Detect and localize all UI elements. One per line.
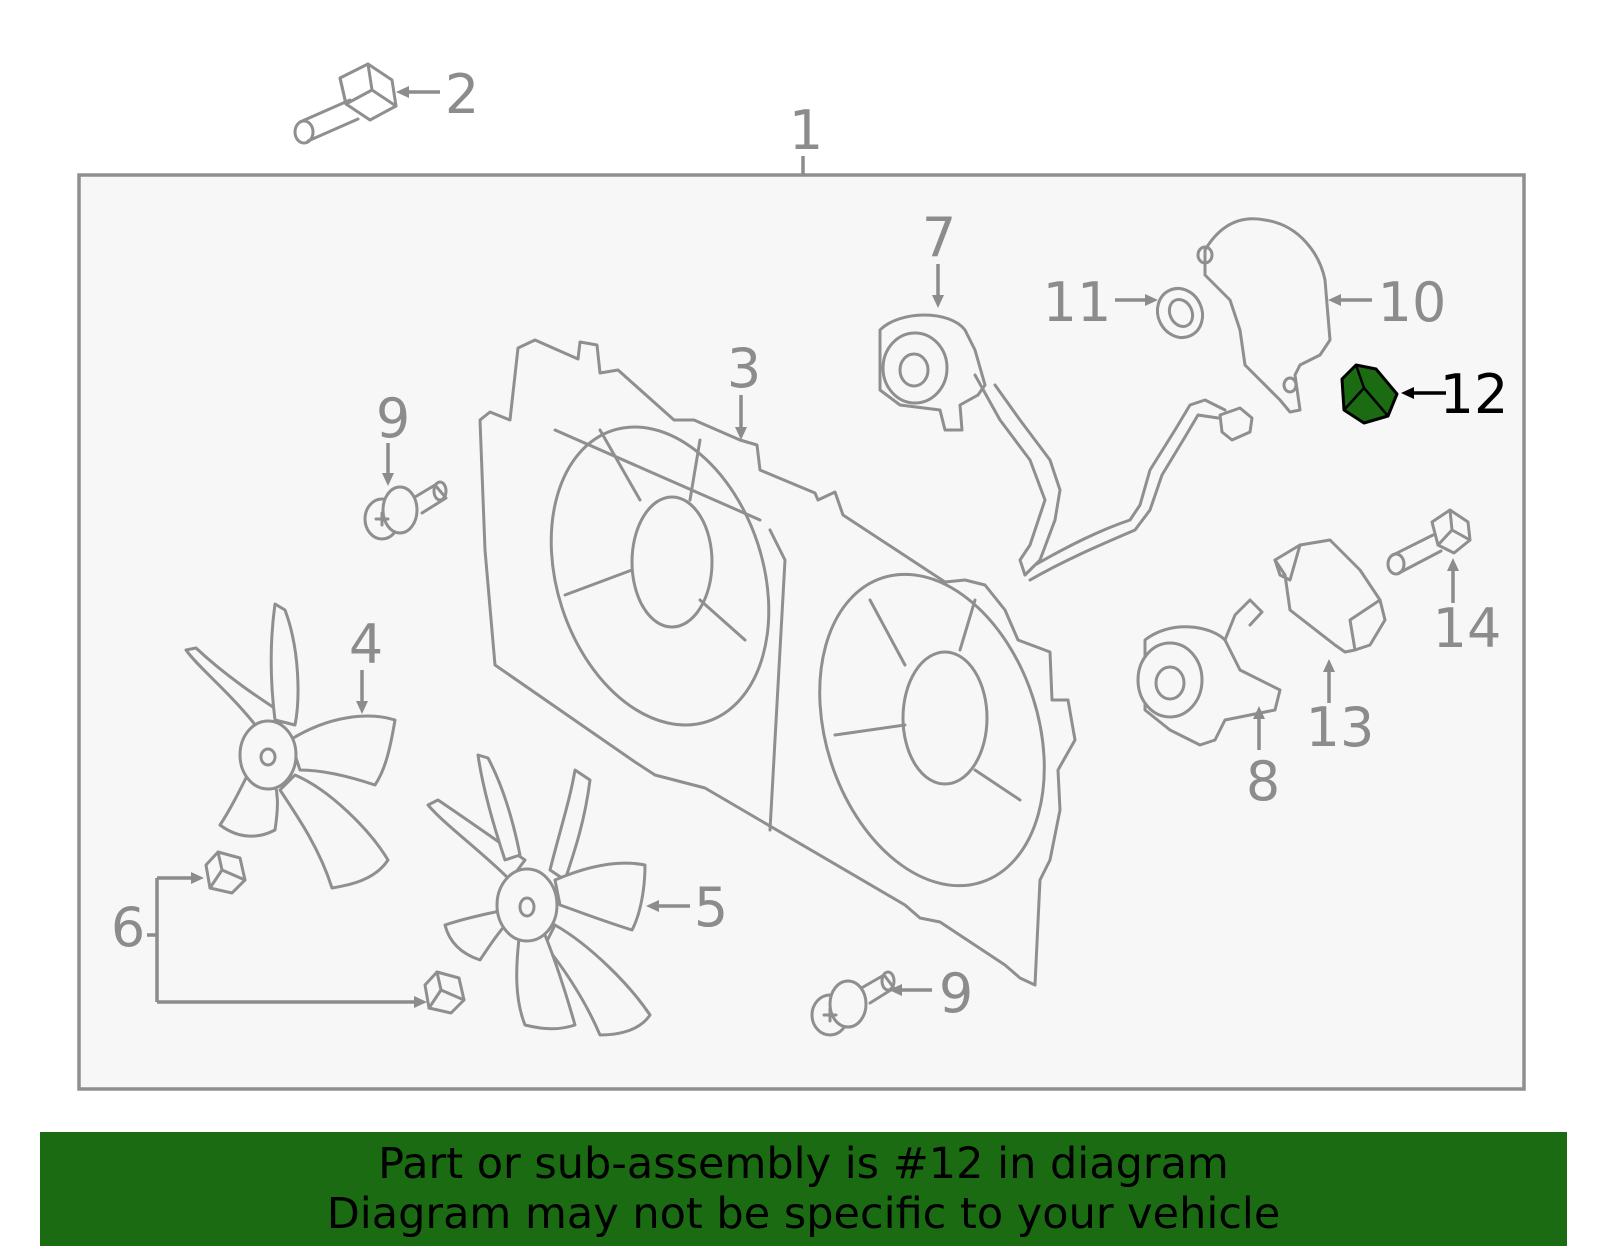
banner-line-2: Diagram may not be specific to your vehi… <box>326 1189 1281 1239</box>
arrowhead-2 <box>396 86 409 98</box>
arrowhead-7 <box>932 295 944 308</box>
wire-harness <box>1023 398 1227 582</box>
bracket-6 <box>147 876 415 1004</box>
part-12-nut <box>1340 363 1399 425</box>
part-11-washer <box>1155 287 1205 339</box>
arrowhead-6b <box>414 996 427 1008</box>
callout-8: 8 <box>1246 750 1280 813</box>
banner-line-1: Part or sub-assembly is #12 in diagram <box>378 1139 1229 1189</box>
part-8-motor <box>1136 598 1282 747</box>
arrowhead-12 <box>1401 387 1414 399</box>
part-6-nuts <box>204 850 466 1015</box>
callout-10: 10 <box>1378 271 1447 334</box>
callout-9a: 9 <box>376 387 410 450</box>
part-7-motor <box>878 313 1062 577</box>
arrowhead-13 <box>1323 659 1335 672</box>
callout-12: 12 <box>1440 363 1509 426</box>
callout-6: 6 <box>111 896 145 959</box>
wire-connector <box>1218 406 1254 442</box>
callout-2: 2 <box>445 63 479 126</box>
arrowhead-9b <box>889 984 902 996</box>
arrowhead-8 <box>1253 706 1265 719</box>
part-13-module <box>1273 538 1387 654</box>
callout-5: 5 <box>694 876 728 939</box>
arrowhead-11 <box>1145 294 1158 306</box>
arrowhead-9a <box>382 473 394 486</box>
info-banner: Part or sub-assembly is #12 in diagram D… <box>40 1132 1567 1246</box>
part-14-bolt <box>1386 508 1472 576</box>
part-9-screw-a <box>363 480 448 541</box>
part-5-fan <box>426 753 652 1037</box>
part-10-cover <box>1196 217 1332 414</box>
part-9-screw-b <box>810 970 896 1037</box>
arrowhead-3 <box>735 427 747 440</box>
callout-9b: 9 <box>939 962 973 1025</box>
callout-1: 1 <box>789 99 823 162</box>
part-2-bolt <box>293 62 398 145</box>
callout-4: 4 <box>349 613 383 676</box>
callout-11: 11 <box>1043 271 1112 334</box>
arrowhead-6a <box>191 872 204 884</box>
arrowhead-4 <box>356 701 368 714</box>
part-3-fan-shroud <box>478 338 1077 987</box>
arrowhead-14 <box>1447 558 1459 571</box>
callout-3: 3 <box>727 337 761 400</box>
callout-14: 14 <box>1433 597 1502 660</box>
part-4-fan <box>184 602 397 890</box>
arrowhead-10 <box>1328 294 1341 306</box>
arrowhead-5 <box>646 900 659 912</box>
callout-13: 13 <box>1306 696 1375 759</box>
callout-7: 7 <box>922 206 956 269</box>
